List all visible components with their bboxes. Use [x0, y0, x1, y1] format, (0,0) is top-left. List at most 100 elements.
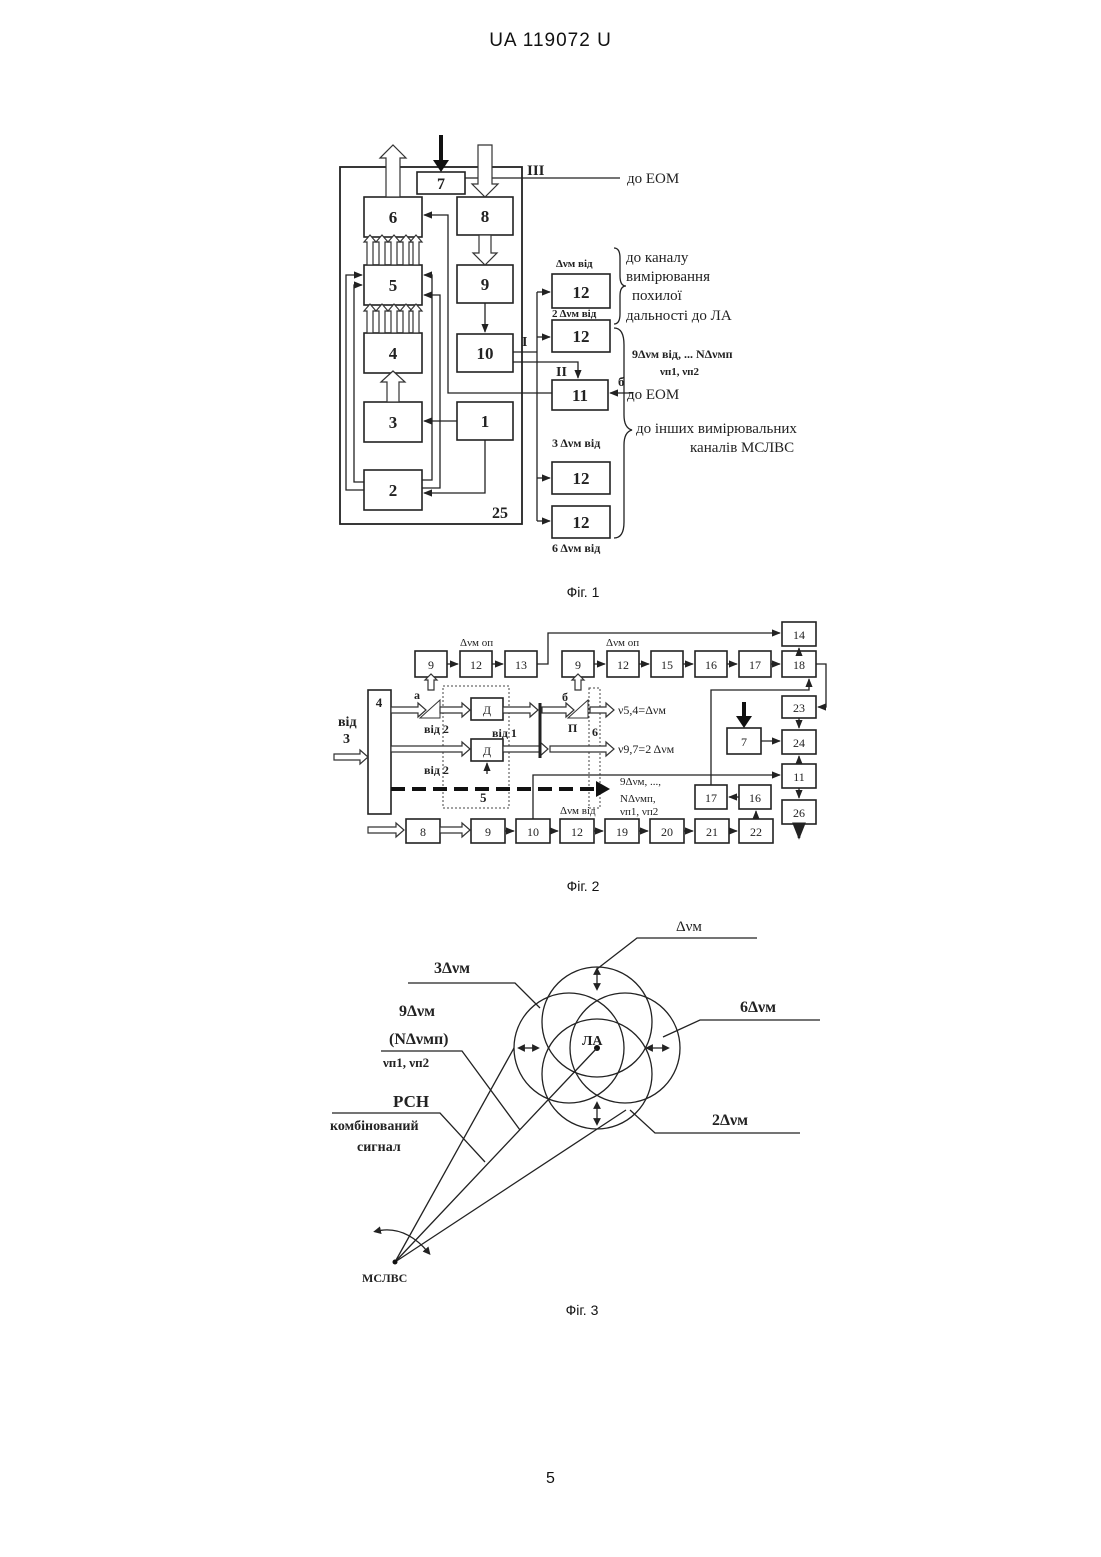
fig2-nu54: ν5,4=Δνм: [618, 703, 666, 717]
fig1-dnu-top: Δνм від: [556, 258, 593, 270]
fig3-leader-6dnu: [663, 1020, 820, 1037]
fig2-nu97: ν9,7=2 Δνм: [618, 742, 675, 756]
fig2-label-b: б: [562, 690, 568, 704]
fig2-block-26-label: 26: [793, 806, 805, 820]
fig1-bus-5-6: [364, 235, 422, 265]
fig1-block-6-label: 6: [389, 208, 398, 227]
fig1-dnu-3: 3 Δνм від: [552, 436, 600, 450]
figure-1: 25 6 5 4 3 2 7 III до ЕОМ 8 9 10 1: [340, 135, 797, 600]
fig2-block-22-label: 22: [750, 825, 762, 839]
fig1-roman-I: I: [522, 335, 527, 350]
fig1-to-eom-mid: до ЕОМ: [627, 387, 679, 403]
fig2-nine-dnu-1: 9Δνм, ...,: [620, 776, 661, 788]
fig1-to-eom-top: до ЕОМ: [627, 171, 679, 187]
fig2-block-17a-label: 17: [749, 658, 761, 672]
fig2-chan-b-to-split: [542, 703, 574, 717]
fig3-2dnu-label: 2Δνм: [712, 1112, 748, 1129]
fig2-line-18-23: [816, 664, 826, 707]
fig3-9dnu-label: 9Δνм: [399, 1003, 435, 1020]
fig2-block-11-label: 11: [793, 770, 805, 784]
fig1-dnu-2: 2 Δνм від: [552, 308, 597, 320]
fig2-block-9c-label: 9: [485, 825, 491, 839]
fig1-range-channel-2: вимірювання: [626, 269, 710, 285]
fig1-range-channel-1: до каналу: [626, 250, 689, 266]
fig1-line-2-5-left: [346, 275, 364, 490]
fig3-mslvs-label: МСЛВС: [362, 1271, 407, 1285]
fig2-block-15-label: 15: [661, 658, 673, 672]
fig2-input-8: [368, 823, 404, 837]
fig1-arrow-3-4: [381, 371, 405, 402]
fig2-block-14-label: 14: [793, 628, 805, 642]
fig1-block-12d-label: 12: [573, 513, 590, 532]
fig2-dashed-bus-head: [596, 781, 610, 797]
fig2-from1: від 1: [492, 726, 517, 740]
fig1-brace-top: [614, 248, 626, 324]
fig1-input-arrow-8: [472, 145, 498, 197]
fig2-block-4-label: 4: [376, 695, 383, 710]
fig1-block-4-label: 4: [389, 344, 398, 363]
fig2-block-12a-label: 12: [470, 658, 482, 672]
figure-2: 4 від 3 5 6 9 12 13 Δνм оп 9 12 15 16 17…: [334, 622, 826, 894]
fig1-line-2-5-right2: [422, 295, 440, 488]
fig2-block-9b-label: 9: [575, 658, 581, 672]
fig2-input-from-3: [334, 750, 368, 764]
fig2-block-10-label: 10: [527, 825, 539, 839]
fig2-block-7-label: 7: [741, 735, 747, 749]
fig1-block-7-label: 7: [437, 176, 445, 193]
fig1-bus-4-5: [364, 304, 422, 333]
fig1-block-12a-label: 12: [573, 283, 590, 302]
fig2-chan-b-nu97: [550, 742, 614, 756]
fig2-block-d1-label: Д: [483, 703, 491, 717]
fig2-chan-a-in: [391, 703, 426, 717]
fig3-rsn-label: РСН: [393, 1092, 429, 1111]
fig2-dnu-mvid: Δνм від: [560, 805, 596, 817]
fig1-other-channels-2: каналів МСЛВС: [690, 440, 794, 456]
fig1-arrow-1-2: [424, 440, 485, 493]
page-number: 5: [0, 1470, 1101, 1488]
fig2-arrow-8-9: [440, 823, 470, 837]
fig2-from2-b: від 2: [424, 763, 449, 777]
fig2-from2-a: від 2: [424, 722, 449, 736]
fig2-from3-b: 3: [343, 732, 350, 747]
fig3-ndnu-label: (NΔνмп): [389, 1031, 449, 1048]
fig2-block-12b-label: 12: [617, 658, 629, 672]
fig1-other-channels-1: до інших вимірювальних: [636, 421, 797, 437]
fig1-block-9-label: 9: [481, 275, 490, 294]
fig1-block-11-label: 11: [572, 386, 588, 405]
fig2-chan-b-nu54: [590, 703, 614, 717]
fig1-dnu-6: 6 Δνм від: [552, 541, 600, 555]
fig1-range-channel-4: дальності до ЛА: [626, 308, 732, 324]
fig2-block-8-label: 8: [420, 825, 426, 839]
fig1-block-8-label: 8: [481, 207, 490, 226]
fig1-block-3-label: 3: [389, 413, 398, 432]
fig1-frame-label: 25: [492, 505, 508, 522]
fig2-block-13-label: 13: [515, 658, 527, 672]
fig2-block-16b-label: 16: [749, 791, 761, 805]
fig2-block-23-label: 23: [793, 701, 805, 715]
fig3-mslvs-point: [393, 1260, 398, 1265]
fig2-chan-b-in: [391, 742, 470, 756]
figure-3: ЛА Δνм 3Δνм 6Δνм 2Δνм 9Δνм (NΔνмп) νп1, …: [330, 919, 820, 1318]
fig2-block-18-label: 18: [793, 658, 805, 672]
fig1-roman-II: II: [556, 365, 567, 380]
fig1-nu-pair: νп1, νп2: [659, 366, 700, 378]
fig2-nine-dnu-3: νп1, νп2: [620, 806, 658, 818]
fig3-beam-right: [395, 1110, 626, 1262]
fig2-block-5-label: 5: [480, 790, 487, 805]
fig2-block-24-label: 24: [793, 736, 805, 750]
fig2-block-d2-label: Д: [483, 744, 491, 758]
fig3-6dnu-label: 6Δνм: [740, 999, 776, 1016]
fig1-input-arrow-7-head: [433, 160, 449, 172]
fig1-block-1-label: 1: [481, 412, 490, 431]
fig3-nu-pair-label: νп1, νп2: [382, 1055, 429, 1070]
fig2-label-a: а: [414, 688, 420, 702]
fig2-chan-a-to-d: [440, 703, 470, 717]
fig2-block-9a-label: 9: [428, 658, 434, 672]
fig2-block-12c-label: 12: [571, 825, 583, 839]
fig2-caption: Фіг. 2: [567, 878, 600, 894]
fig1-roman-III: III: [527, 163, 545, 179]
fig1-range-channel-3: похилої: [632, 288, 683, 304]
fig2-block-19-label: 19: [616, 825, 628, 839]
fig2-dnu-mop-2: Δνм оп: [606, 637, 639, 649]
